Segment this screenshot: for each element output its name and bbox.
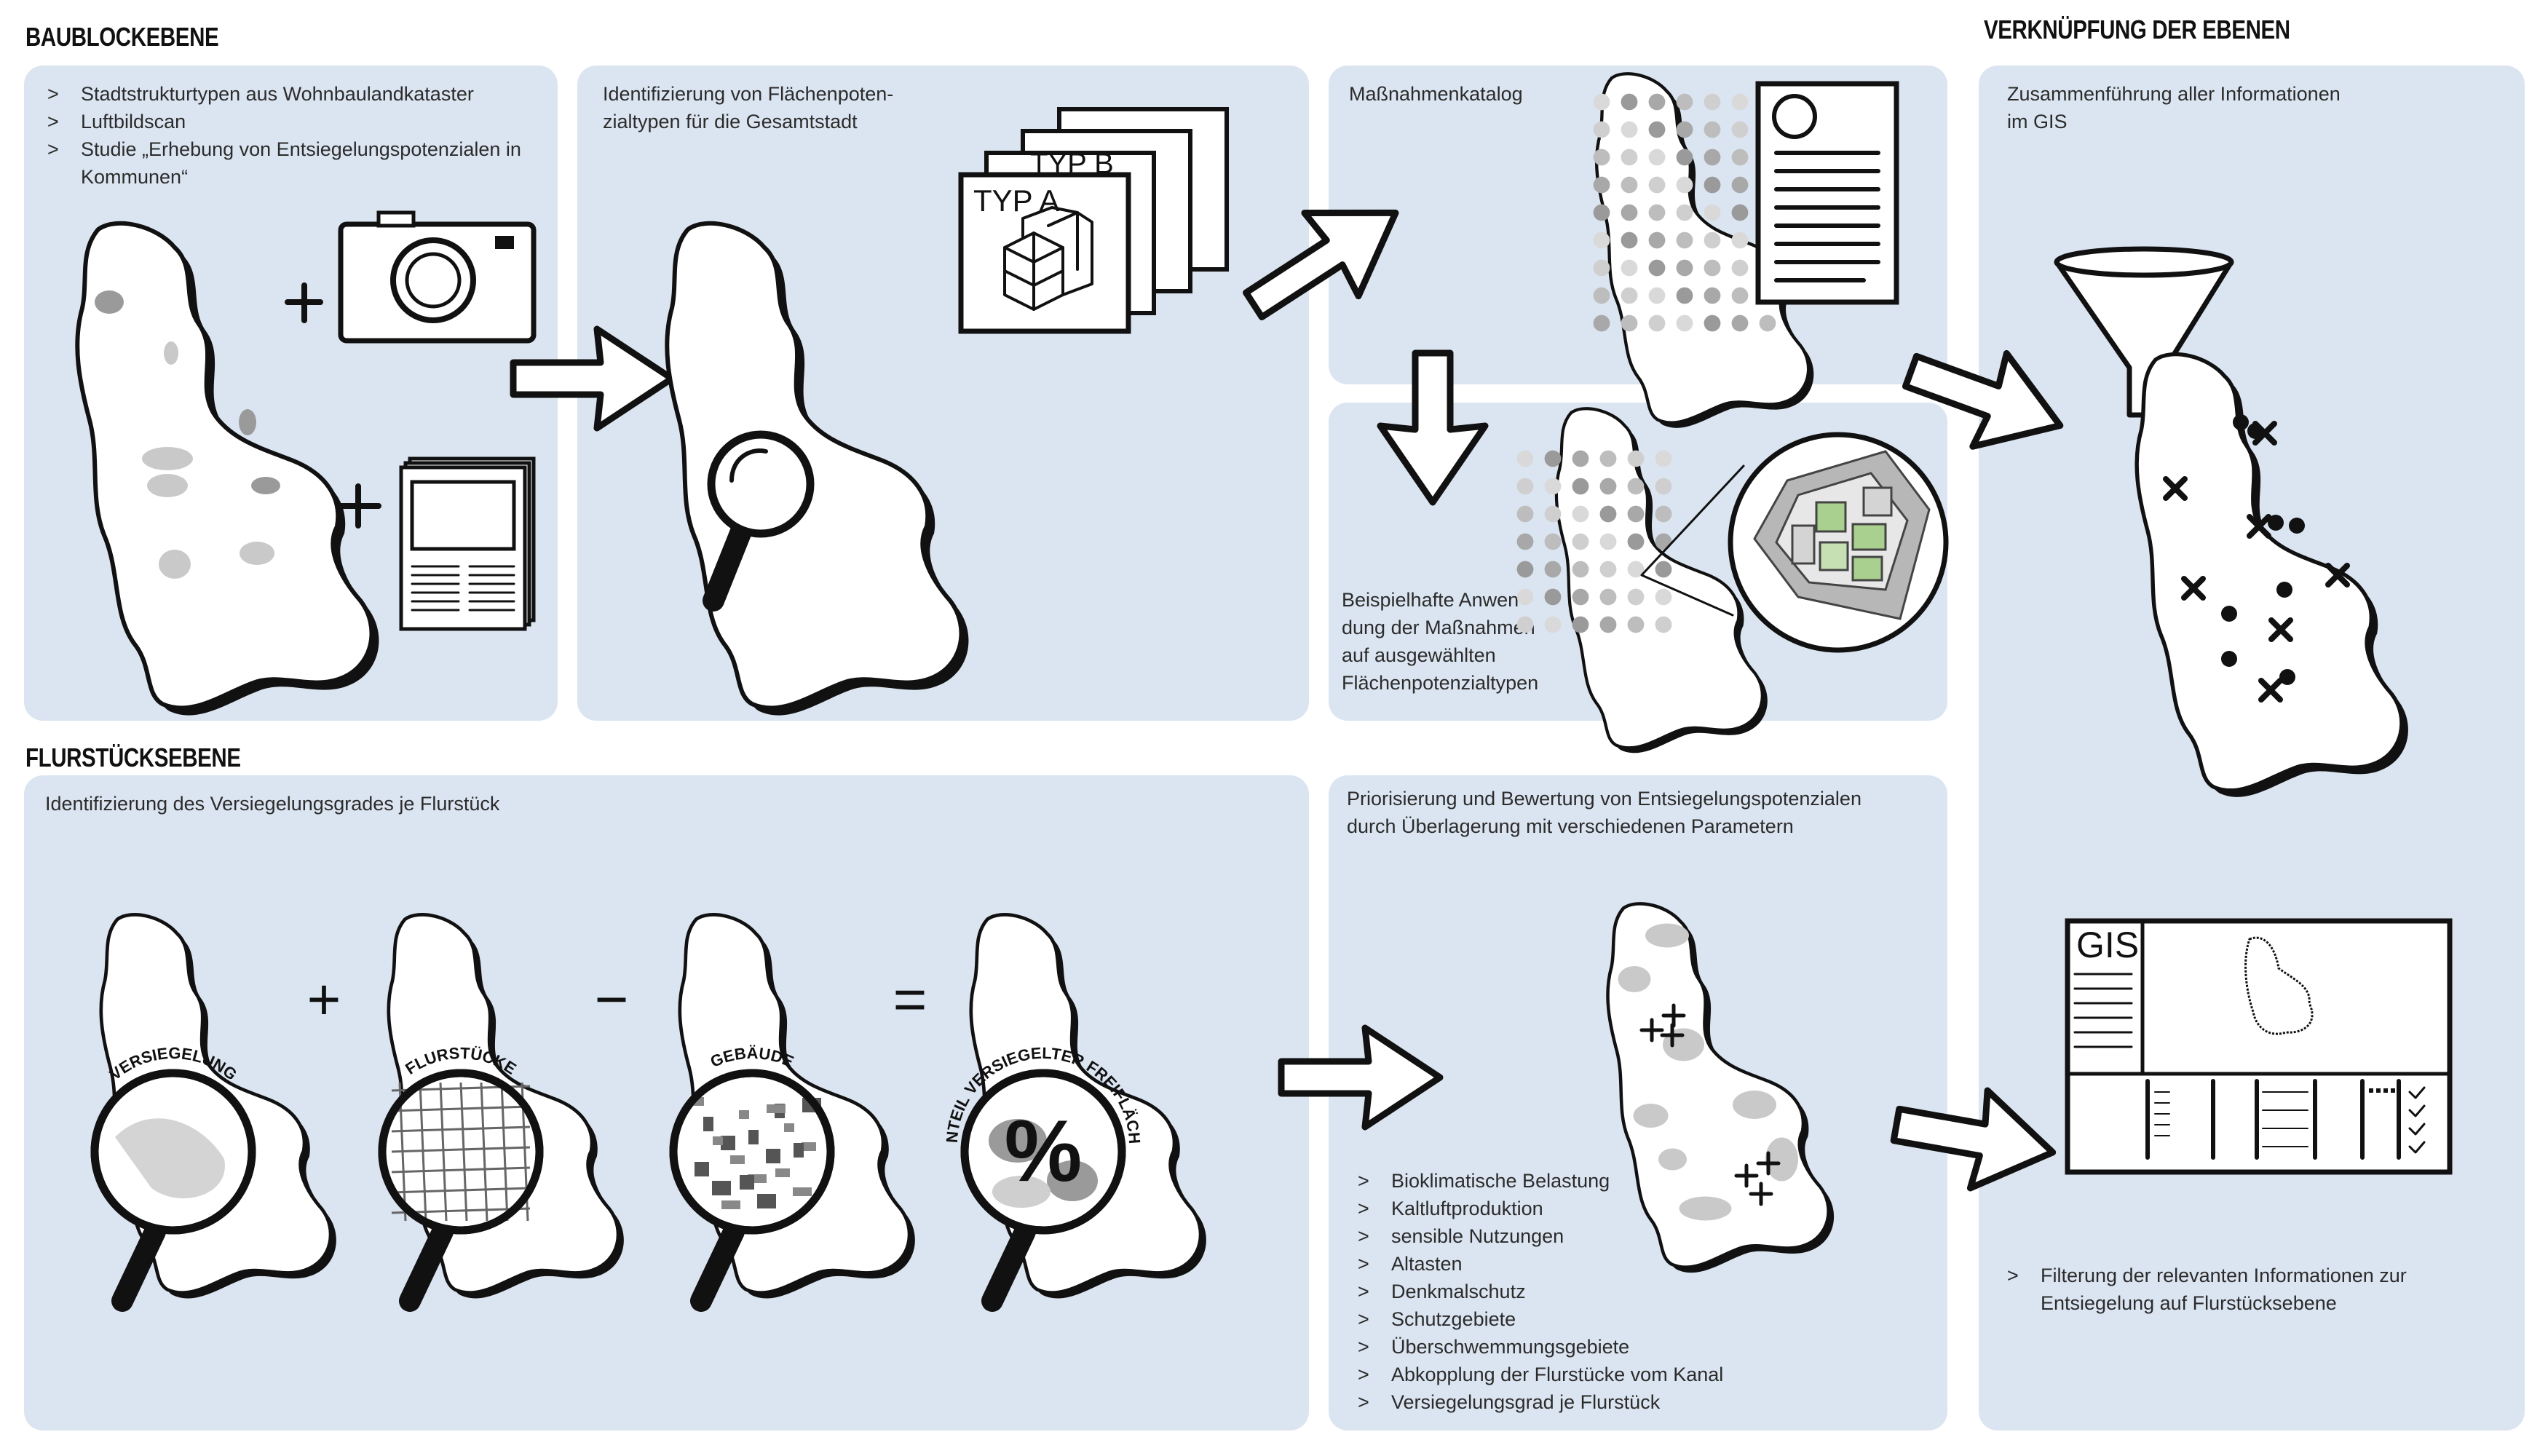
arrow-down-icon [1380, 353, 1485, 502]
minus-icon: − [595, 967, 629, 1032]
percent-label: % [1005, 1102, 1083, 1200]
cross-marks-icon [2163, 421, 2350, 703]
newspaper-icon [399, 456, 536, 631]
panel6-text: Priorisierung und Bewertung von Entsiege… [1347, 788, 1861, 837]
parameter-item: Denkmalschutz [1358, 1278, 1723, 1305]
magnifier-handle [981, 1221, 1036, 1312]
panel3-text: Maßnahmenkatalog [1349, 83, 1523, 105]
parameter-item: Altasten [1358, 1250, 1723, 1278]
gis-label: GIS [2076, 925, 2139, 965]
parameter-item: Abkopplung der Flurstücke vom Kanal [1358, 1361, 1723, 1388]
plus-icon [336, 483, 381, 529]
bullet-item: Stadtstrukturtypen aus Wohnbaulandkatast… [47, 80, 542, 108]
magnifier-handle [399, 1221, 454, 1312]
parameter-item: Überschwemmungsgebiete [1358, 1333, 1723, 1361]
arrow-right-icon [1894, 325, 2077, 472]
plus-icon [285, 282, 323, 323]
panel4-text: Beispielhafte Anwen- dung der Maßnahmen … [1342, 589, 1539, 694]
magnifier-icon [703, 430, 815, 612]
magnifier-handle [111, 1221, 166, 1312]
panel2-text: Identifizierung von Flächenpoten- zialty… [603, 83, 894, 132]
magnifier-handle [690, 1221, 745, 1312]
parameter-item: Versiegelungsgrad je Flurstück [1358, 1388, 1723, 1416]
panel1-bullets: Stadtstrukturtypen aus Wohnbaulandkatast… [47, 80, 542, 191]
panel7-bullets: Filterung der relevanten Informationen z… [2007, 1262, 2502, 1317]
parameter-item: Schutzgebiete [1358, 1305, 1723, 1333]
arrow-right-icon [1281, 1028, 1440, 1127]
parameter-item: Kaltluftproduktion [1358, 1195, 1723, 1222]
city-map-priorities [1607, 903, 1835, 1273]
heading-verknuepfung: VERKNÜPFUNG DER EBENEN [1984, 15, 2290, 44]
card-label-typ-a: TYP A [973, 183, 1059, 218]
arrow-right-icon [513, 329, 672, 428]
lens-content [115, 1118, 225, 1199]
parameter-item: sensible Nutzungen [1358, 1222, 1723, 1250]
city-map-filtered [2137, 355, 2408, 797]
bullet-item: Luftbildscan [47, 108, 542, 135]
panel5-text: Identifizierung des Versiegelungsgrades … [45, 793, 500, 815]
arrow-right-icon [1888, 1076, 2061, 1201]
gis-window-icon: GIS [2065, 918, 2453, 1175]
heading-flurstuecksebene: FLURSTÜCKSEBENE [25, 743, 241, 772]
panel7-text: Zusammenführung aller Informationen im G… [2007, 83, 2341, 132]
dot-grid-icon [1516, 450, 1672, 633]
lens-content: % [989, 1102, 1098, 1208]
city-map-blobs [77, 223, 379, 716]
camera-icon [338, 210, 537, 344]
lens-content [694, 1097, 821, 1209]
funnel-icon [2054, 246, 2234, 418]
panel6-bullets: Bioklimatische Belastung Kaltluftprodukt… [1358, 1167, 1723, 1416]
arrow-up-right-icon [1227, 171, 1423, 346]
bullet-item: Studie „Erhebung von Entsiegelungspotenz… [47, 135, 542, 191]
plus-marks-icon [1639, 1003, 1781, 1206]
type-cards-icon: TYP B TYP A [958, 107, 1229, 334]
zoom-detail-icon [1640, 432, 1949, 653]
dot-grid-icon [1593, 93, 1776, 332]
equals-icon: = [893, 967, 927, 1032]
parameter-item: Bioklimatische Belastung [1358, 1167, 1723, 1195]
document-icon [1755, 81, 1899, 305]
heading-baublockebene: BAUBLOCKEBENE [25, 22, 219, 52]
bullet-item: Filterung der relevanten Informationen z… [2007, 1262, 2502, 1317]
plus-icon: + [307, 967, 341, 1032]
